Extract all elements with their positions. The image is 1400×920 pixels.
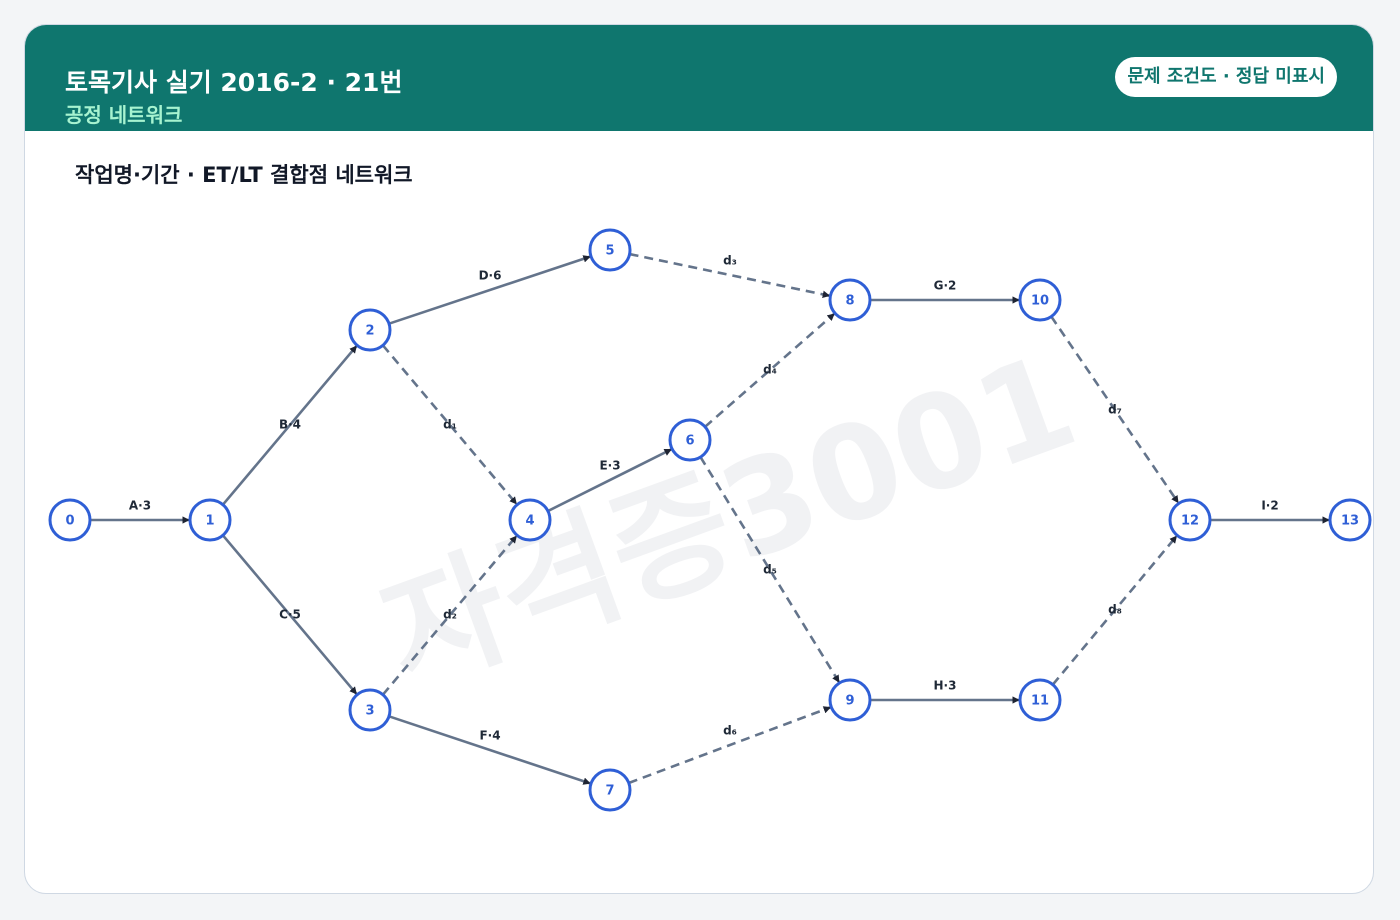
node-1: 1	[188, 498, 232, 542]
edge-label-2-4: d₁	[443, 418, 457, 432]
node-8: 8	[828, 278, 872, 322]
node-4: 4	[508, 498, 552, 542]
node-circle-10	[1018, 278, 1062, 322]
node-2: 2	[348, 308, 392, 352]
node-label-6: 6	[685, 434, 694, 449]
activity-arrow-1-3	[221, 534, 358, 695]
node-label-13: 13	[1341, 514, 1359, 529]
node-circle-2	[348, 308, 392, 352]
node-circle-11	[1018, 678, 1062, 722]
node-label-10: 10	[1031, 294, 1049, 309]
node-label-4: 4	[525, 514, 534, 529]
section-title: 작업명·기간 · ET/LT 결합점 네트워크	[75, 163, 413, 187]
edge-label-6-8: d₄	[763, 363, 777, 377]
node-label-0: 0	[65, 514, 74, 529]
node-circle-12	[1168, 498, 1212, 542]
node-label-2: 2	[365, 324, 374, 339]
node-circle-13	[1328, 498, 1372, 542]
activity-arrow-3-7	[388, 715, 591, 785]
status-badge: 문제 조건도 · 정답 미표시	[1115, 57, 1337, 97]
node-label-8: 8	[845, 294, 854, 309]
node-7: 7	[588, 768, 632, 812]
dummy-arrow-3-4	[381, 535, 518, 696]
node-0: 0	[48, 498, 92, 542]
edge-label-6-9: d₅	[763, 563, 777, 577]
dummy-arrow-2-4	[381, 344, 518, 505]
node-label-1: 1	[205, 514, 214, 529]
edge-label-0-1: A·3	[129, 499, 151, 513]
node-6: 6	[668, 418, 712, 462]
node-13: 13	[1328, 498, 1372, 542]
activity-arrow-1-2	[221, 345, 358, 506]
dummy-arrow-11-12	[1051, 535, 1178, 686]
dummy-arrow-5-8	[629, 252, 831, 299]
node-12: 12	[1168, 498, 1212, 542]
edge-label-3-4: d₂	[443, 608, 457, 622]
node-circle-5	[588, 228, 632, 272]
node-circle-6	[668, 418, 712, 462]
header-bar: 토목기사 실기 2016-2 · 21번 공정 네트워크 문제 조건도 · 정답…	[25, 25, 1373, 131]
node-3: 3	[348, 688, 392, 732]
node-label-9: 9	[845, 694, 854, 709]
edges-layer: A·3 B·4C·5 D·6 d₁ d₂ F·4 E·3 d₃ d₄ d₅ d₆ G·2H·3 d₇ d₈…	[90, 252, 1330, 785]
node-label-7: 7	[605, 784, 614, 799]
edge-label-2-5: D·6	[479, 269, 502, 283]
node-5: 5	[588, 228, 632, 272]
edge-label-11-12: d₈	[1108, 603, 1122, 617]
activity-arrow-4-6	[547, 448, 672, 513]
node-label-11: 11	[1031, 694, 1049, 709]
activity-arrow-2-5	[388, 255, 591, 325]
dummy-arrow-7-9	[628, 706, 832, 785]
page-subtitle: 공정 네트워크	[65, 103, 183, 127]
node-circle-9	[828, 678, 872, 722]
node-label-3: 3	[365, 704, 374, 719]
edge-label-3-7: F·4	[479, 729, 500, 743]
edge-label-8-10: G·2	[934, 279, 957, 293]
edge-label-4-6: E·3	[599, 459, 620, 473]
node-11: 11	[1018, 678, 1062, 722]
node-circle-7	[588, 768, 632, 812]
node-label-12: 12	[1181, 514, 1199, 529]
edge-label-7-9: d₆	[723, 724, 737, 738]
page-title: 토목기사 실기 2016-2 · 21번	[65, 68, 403, 97]
edge-label-12-13: I·2	[1261, 499, 1278, 513]
edge-label-10-12: d₇	[1108, 403, 1122, 417]
node-9: 9	[828, 678, 872, 722]
edge-label-1-2: B·4	[279, 418, 301, 432]
node-circle-1	[188, 498, 232, 542]
node-circle-0	[48, 498, 92, 542]
edge-label-1-3: C·5	[279, 608, 301, 622]
node-circle-8	[828, 278, 872, 322]
edge-label-5-8: d₃	[723, 254, 737, 268]
node-10: 10	[1018, 278, 1062, 322]
node-label-5: 5	[605, 244, 614, 259]
node-circle-3	[348, 688, 392, 732]
edge-label-9-11: H·3	[934, 679, 957, 693]
dummy-arrow-10-12	[1050, 315, 1180, 504]
node-circle-4	[508, 498, 552, 542]
dummy-arrow-6-8	[704, 312, 836, 428]
